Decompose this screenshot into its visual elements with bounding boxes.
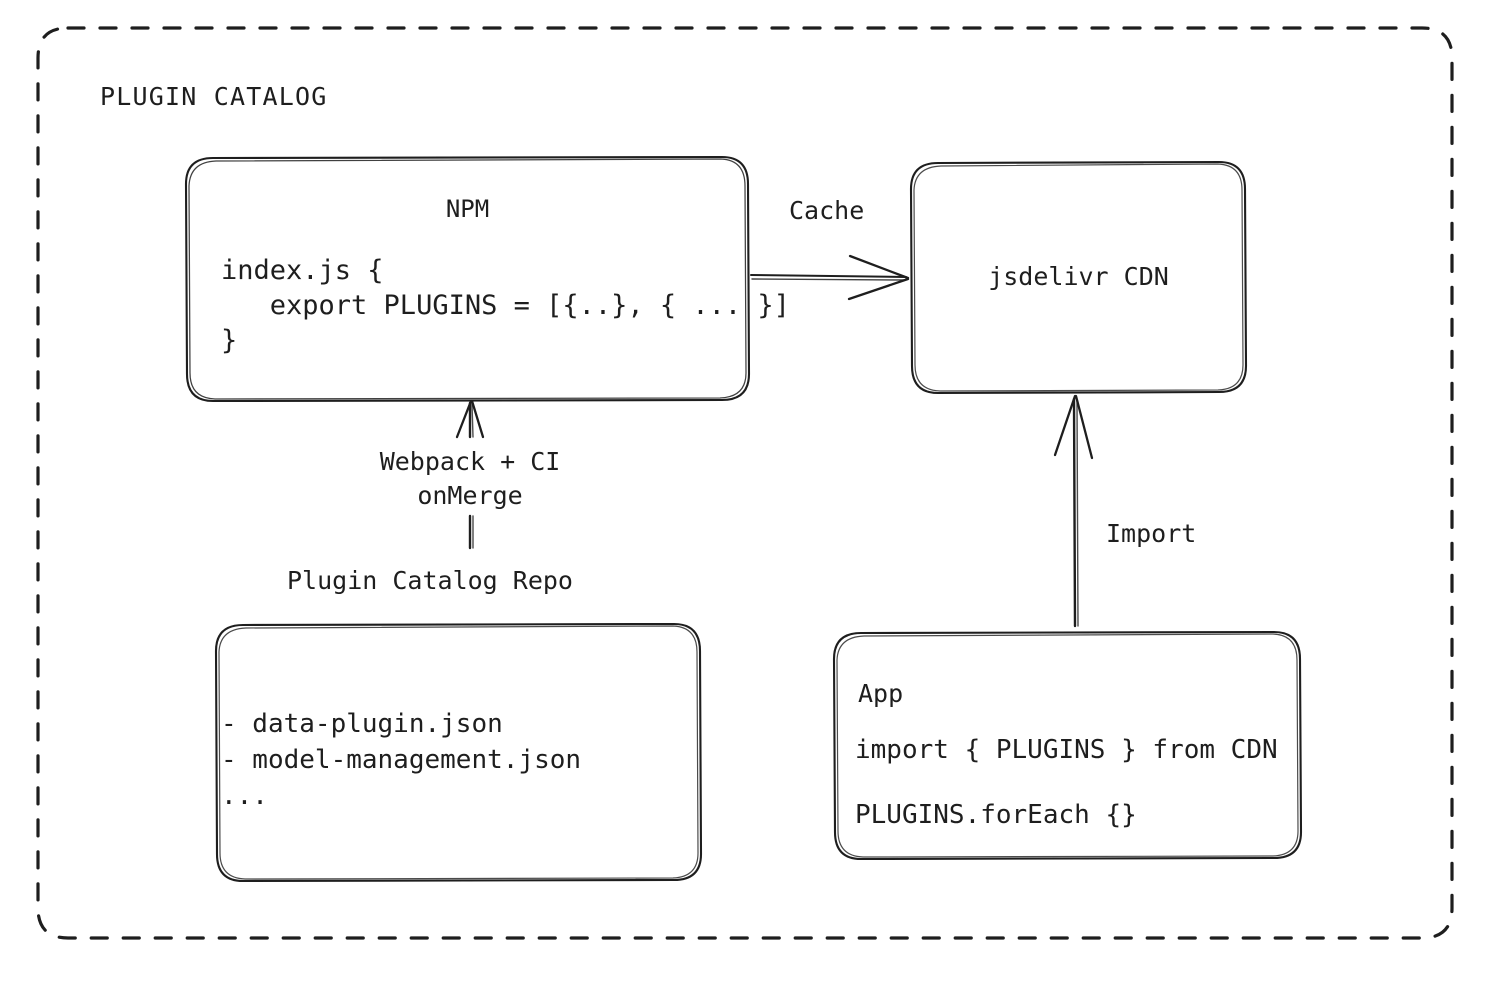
edge-label-import: Import	[1106, 519, 1197, 548]
npm-node-title: NPM	[445, 195, 490, 223]
group-title: PLUGIN CATALOG	[100, 82, 328, 111]
repo-node-file-list: - data-plugin.json - model-management.js…	[221, 709, 582, 811]
app-node-import-line: import { PLUGINS } from CDN	[855, 735, 1278, 765]
edge-label-cache: Cache	[789, 196, 865, 225]
app-node-foreach-line: PLUGINS.forEach {}	[855, 800, 1137, 830]
npm-node-code: index.js { export PLUGINS = [{..}, { ...…	[221, 255, 790, 356]
repo-node-caption: Plugin Catalog Repo	[287, 566, 573, 595]
edge-app-to-cdn	[1053, 394, 1094, 628]
app-node-title: App	[858, 679, 904, 708]
edge-label-webpack-ci-onmerge: Webpack + CI onMerge	[379, 447, 561, 510]
cdn-node-title: jsdelivr CDN	[988, 262, 1169, 291]
